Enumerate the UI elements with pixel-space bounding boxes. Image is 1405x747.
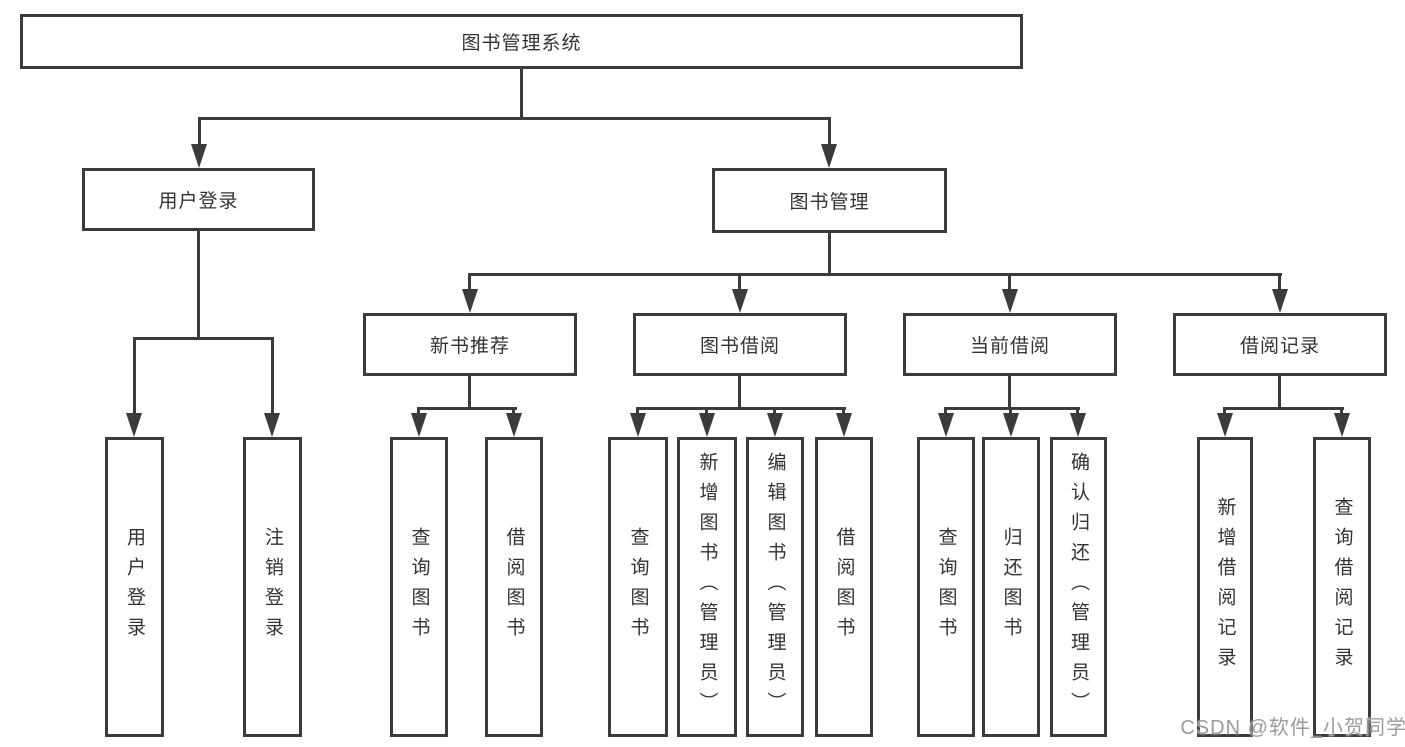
arrowhead-borrow-record xyxy=(1272,289,1288,313)
leaf-rec-query-book: 查询图书 xyxy=(390,437,448,737)
connector-trunk-book-borrow xyxy=(738,376,741,407)
connector-stem-rec-query xyxy=(417,407,420,415)
connector-stem-new-book-rec xyxy=(468,273,471,291)
node-label: 注销登录 xyxy=(262,527,283,647)
node-label: 查询图书 xyxy=(935,527,957,647)
connector-branch-current-borrow xyxy=(944,407,1080,410)
arrowhead-current-borrow xyxy=(1002,289,1018,313)
connector-stem-book-borrow xyxy=(738,273,741,291)
node-label: 图书借阅 xyxy=(699,336,780,357)
node-label: 查询借阅记录 xyxy=(1331,497,1353,677)
arrowhead-book-borrow xyxy=(732,289,748,313)
leaf-bb-query-book: 查询图书 xyxy=(608,437,668,737)
connector-stem-bb-query xyxy=(636,407,639,415)
node-label: 归还图书 xyxy=(1000,527,1022,647)
arrowhead-bb-edit xyxy=(767,413,783,437)
connector-stem-rec-borrow xyxy=(512,407,515,415)
leaf-br-query-record: 查询借阅记录 xyxy=(1313,437,1371,737)
node-label: 新书推荐 xyxy=(429,336,510,357)
connector-trunk-current-borrow xyxy=(1008,376,1011,407)
connector-branch-borrow-record xyxy=(1223,407,1344,410)
connector-stem-user-login xyxy=(198,117,201,148)
connector-stem-current-borrow xyxy=(1008,273,1011,291)
node-label: 借阅图书 xyxy=(833,527,855,647)
connector-stem-cb-return xyxy=(1009,407,1012,415)
node-label: 图书管理系统 xyxy=(461,33,582,54)
node-label: 用户登录 xyxy=(124,527,145,647)
connector-stem-cb-confirm xyxy=(1076,407,1079,415)
arrowhead-br-add xyxy=(1217,413,1233,437)
node-label: 新增图书（管理员） xyxy=(696,452,718,722)
arrowhead-login-leaf xyxy=(126,413,142,437)
arrowhead-user-login xyxy=(191,144,207,168)
node-label: 当前借阅 xyxy=(969,336,1050,357)
connector-trunk-book-mgmt xyxy=(828,233,831,273)
node-book-management: 图书管理 xyxy=(712,168,947,233)
node-label: 图书管理 xyxy=(789,192,870,213)
connector-stem-br-add xyxy=(1223,407,1226,415)
node-label: 查询图书 xyxy=(408,527,430,647)
connector-branch-root xyxy=(198,117,831,120)
connector-branch-book-mgmt xyxy=(468,273,1282,276)
arrowhead-logout-leaf xyxy=(264,413,280,437)
connector-branch-new-book-rec xyxy=(417,407,517,410)
connector-stem-cb-query xyxy=(944,407,947,415)
node-label: 查询图书 xyxy=(627,527,649,647)
node-current-borrow: 当前借阅 xyxy=(903,313,1117,376)
connector-branch-book-borrow xyxy=(636,407,846,410)
connector-branch-user-login xyxy=(133,337,274,340)
csdn-watermark: CSDN @软件_小贺同学 xyxy=(1180,717,1405,739)
leaf-bb-add-book-admin: 新增图书（管理员） xyxy=(677,437,737,737)
connector-stem-bb-edit xyxy=(773,407,776,415)
leaf-bb-borrow-book: 借阅图书 xyxy=(815,437,873,737)
connector-stem-login-leaf xyxy=(133,337,136,415)
node-new-book-recommend: 新书推荐 xyxy=(363,313,577,376)
arrowhead-book-mgmt xyxy=(821,144,837,168)
arrowhead-bb-query xyxy=(630,413,646,437)
connector-stem-book-mgmt xyxy=(828,117,831,148)
node-user-login: 用户登录 xyxy=(82,168,315,231)
connector-stem-borrow-record xyxy=(1278,273,1281,291)
connector-trunk-borrow-record xyxy=(1278,376,1281,407)
connector-stem-bb-borrow xyxy=(842,407,845,415)
node-label: 确认归还（管理员） xyxy=(1068,452,1089,722)
arrowhead-cb-return xyxy=(1003,413,1019,437)
connector-trunk-new-book-rec xyxy=(468,376,471,407)
node-label: 新增借阅记录 xyxy=(1214,497,1236,677)
node-label: 用户登录 xyxy=(158,191,239,212)
connector-stem-bb-add xyxy=(705,407,708,415)
connector-stem-logout-leaf xyxy=(271,337,274,415)
leaf-cb-confirm-return-admin: 确认归还（管理员） xyxy=(1050,437,1107,737)
node-label: 借阅记录 xyxy=(1239,336,1320,357)
arrowhead-cb-confirm xyxy=(1070,413,1086,437)
arrowhead-rec-query xyxy=(411,413,427,437)
leaf-br-add-record: 新增借阅记录 xyxy=(1197,437,1253,737)
leaf-rec-borrow-book: 借阅图书 xyxy=(485,437,543,737)
connector-trunk-root xyxy=(520,69,523,117)
arrowhead-br-query xyxy=(1334,413,1350,437)
leaf-logout: 注销登录 xyxy=(243,437,302,737)
arrowhead-bb-borrow xyxy=(836,413,852,437)
leaf-bb-edit-book-admin: 编辑图书（管理员） xyxy=(746,437,804,737)
leaf-cb-query-book: 查询图书 xyxy=(917,437,975,737)
node-label: 编辑图书（管理员） xyxy=(764,452,786,722)
node-label: 借阅图书 xyxy=(503,527,525,647)
arrowhead-new-book-rec xyxy=(462,289,478,313)
node-library-management-system: 图书管理系统 xyxy=(20,14,1023,69)
leaf-cb-return-book: 归还图书 xyxy=(982,437,1040,737)
arrowhead-cb-query xyxy=(938,413,954,437)
arrowhead-bb-add xyxy=(699,413,715,437)
node-borrow-record: 借阅记录 xyxy=(1173,313,1387,376)
node-book-borrow: 图书借阅 xyxy=(633,313,847,376)
connector-stem-br-query xyxy=(1340,407,1343,415)
connector-trunk-user-login xyxy=(197,231,200,337)
arrowhead-rec-borrow xyxy=(506,413,522,437)
leaf-user-login: 用户登录 xyxy=(105,437,164,737)
